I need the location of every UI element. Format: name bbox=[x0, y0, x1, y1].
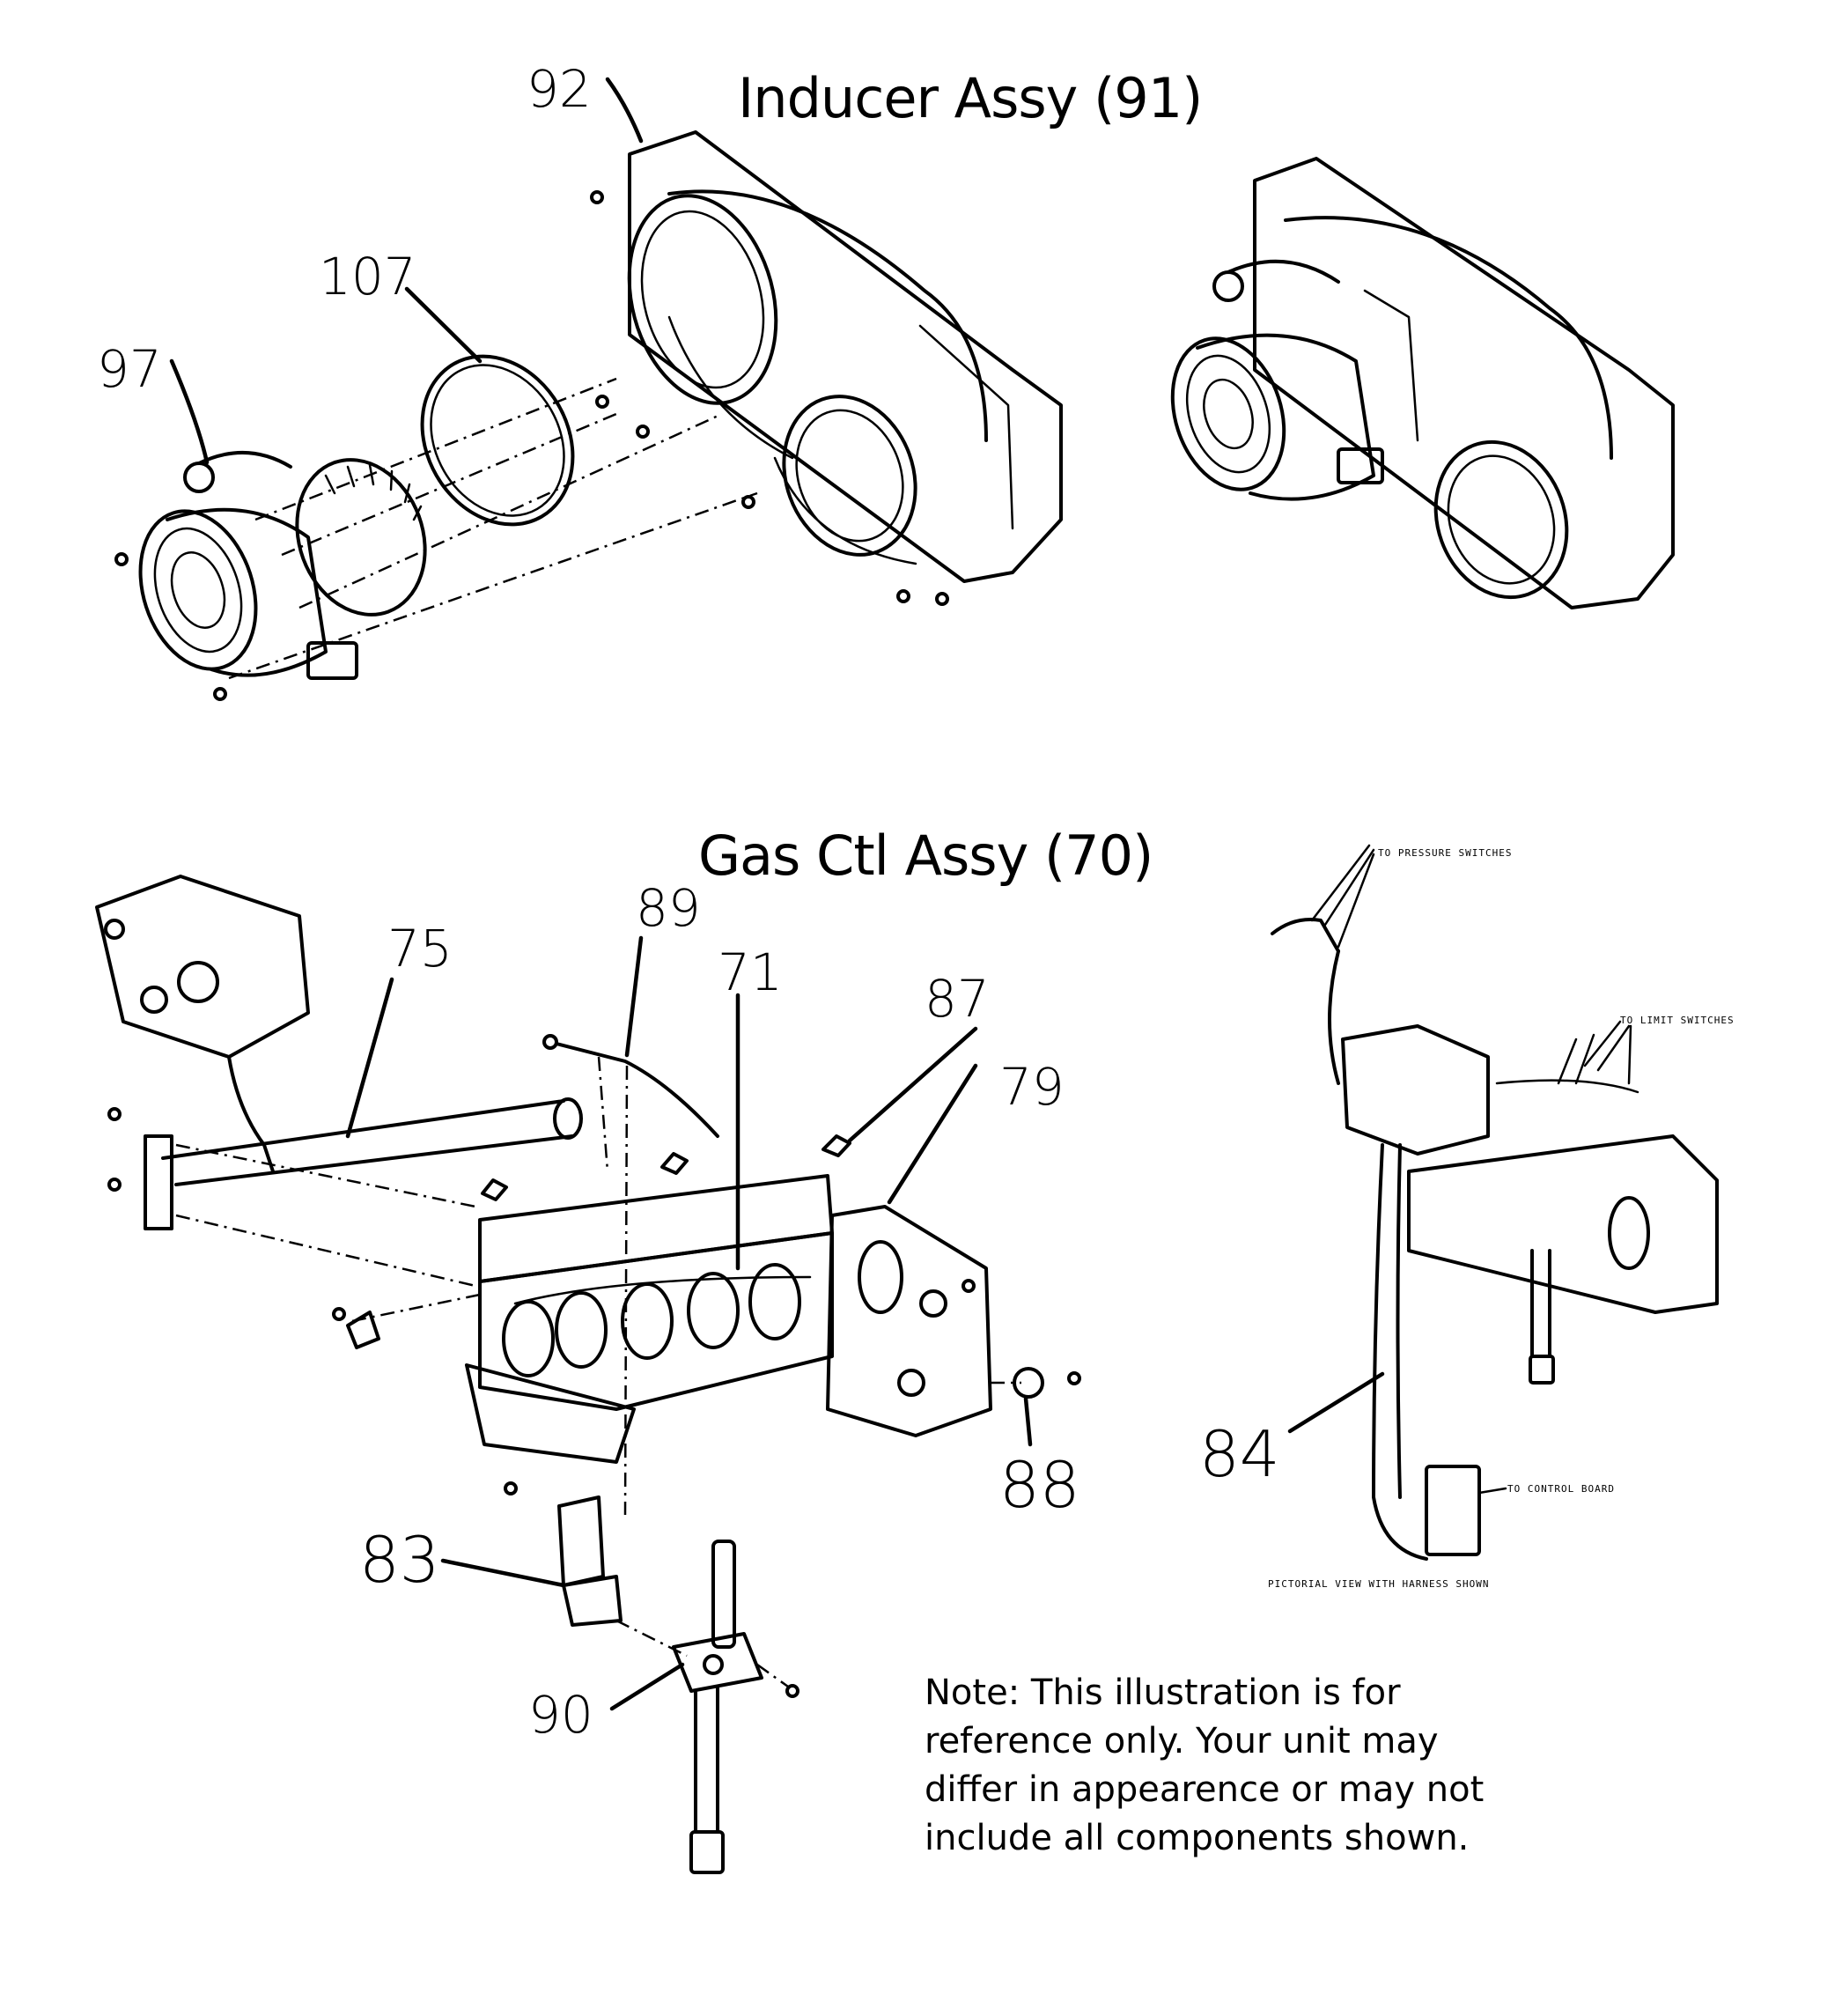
inducer-gasket bbox=[420, 354, 575, 527]
callout-83: 83 bbox=[359, 1523, 440, 1597]
gas-valve bbox=[95, 875, 310, 1173]
callout-90: 90 bbox=[528, 1685, 593, 1745]
note-line-2: reference only. Your unit may bbox=[925, 1721, 1439, 1761]
gas-ctl-dash-lines bbox=[175, 1056, 1021, 1688]
callout-97: 97 bbox=[97, 339, 162, 399]
limit-switch-88 bbox=[1013, 1367, 1081, 1399]
igniter-90 bbox=[672, 1540, 799, 1874]
inducer-housing-plate bbox=[627, 130, 1063, 583]
callout-71: 71 bbox=[718, 942, 783, 1002]
callout-75: 75 bbox=[387, 919, 453, 978]
note-line-3: differ in appearence or may not bbox=[925, 1769, 1485, 1810]
callout-92: 92 bbox=[527, 59, 592, 119]
leader-lines bbox=[169, 77, 1385, 1711]
note-line-1: Note: This illustration is for bbox=[925, 1673, 1401, 1713]
inducer-screws bbox=[114, 190, 949, 701]
callout-87: 87 bbox=[925, 969, 990, 1029]
flame-sensor-and-brackets bbox=[332, 1034, 851, 1349]
label-to-limit-switches: TO LIMIT SWITCHES bbox=[1620, 1015, 1735, 1026]
reference-note: Note: This illustration is for reference… bbox=[925, 1669, 1523, 1863]
rollout-switch-83 bbox=[504, 1481, 623, 1627]
label-pictorial-view: PICTORIAL VIEW WITH HARNESS SHOWN bbox=[1268, 1578, 1490, 1590]
inducer-assembled-view bbox=[1170, 157, 1675, 609]
callout-84: 84 bbox=[1199, 1417, 1280, 1491]
label-to-control-board: TO CONTROL BOARD bbox=[1507, 1483, 1615, 1495]
harness-pictorial-view bbox=[1271, 844, 1719, 1561]
callout-89: 89 bbox=[636, 878, 701, 938]
label-to-pressure-switches: TO PRESSURE SWITCHES bbox=[1378, 847, 1513, 859]
gas-ctl-assy-heading: Gas Ctl Assy (70) bbox=[698, 823, 1153, 888]
callout-107: 107 bbox=[319, 247, 416, 306]
burner-side-plate bbox=[826, 1205, 992, 1437]
callout-79: 79 bbox=[999, 1057, 1065, 1117]
inducer-assy-heading: Inducer Assy (91) bbox=[738, 66, 1203, 130]
note-line-4: include all components shown. bbox=[925, 1818, 1470, 1858]
burner-box bbox=[465, 1174, 834, 1464]
manifold-pipe bbox=[107, 1097, 583, 1230]
inducer-dash-lines bbox=[228, 377, 758, 680]
callout-88: 88 bbox=[999, 1448, 1080, 1522]
